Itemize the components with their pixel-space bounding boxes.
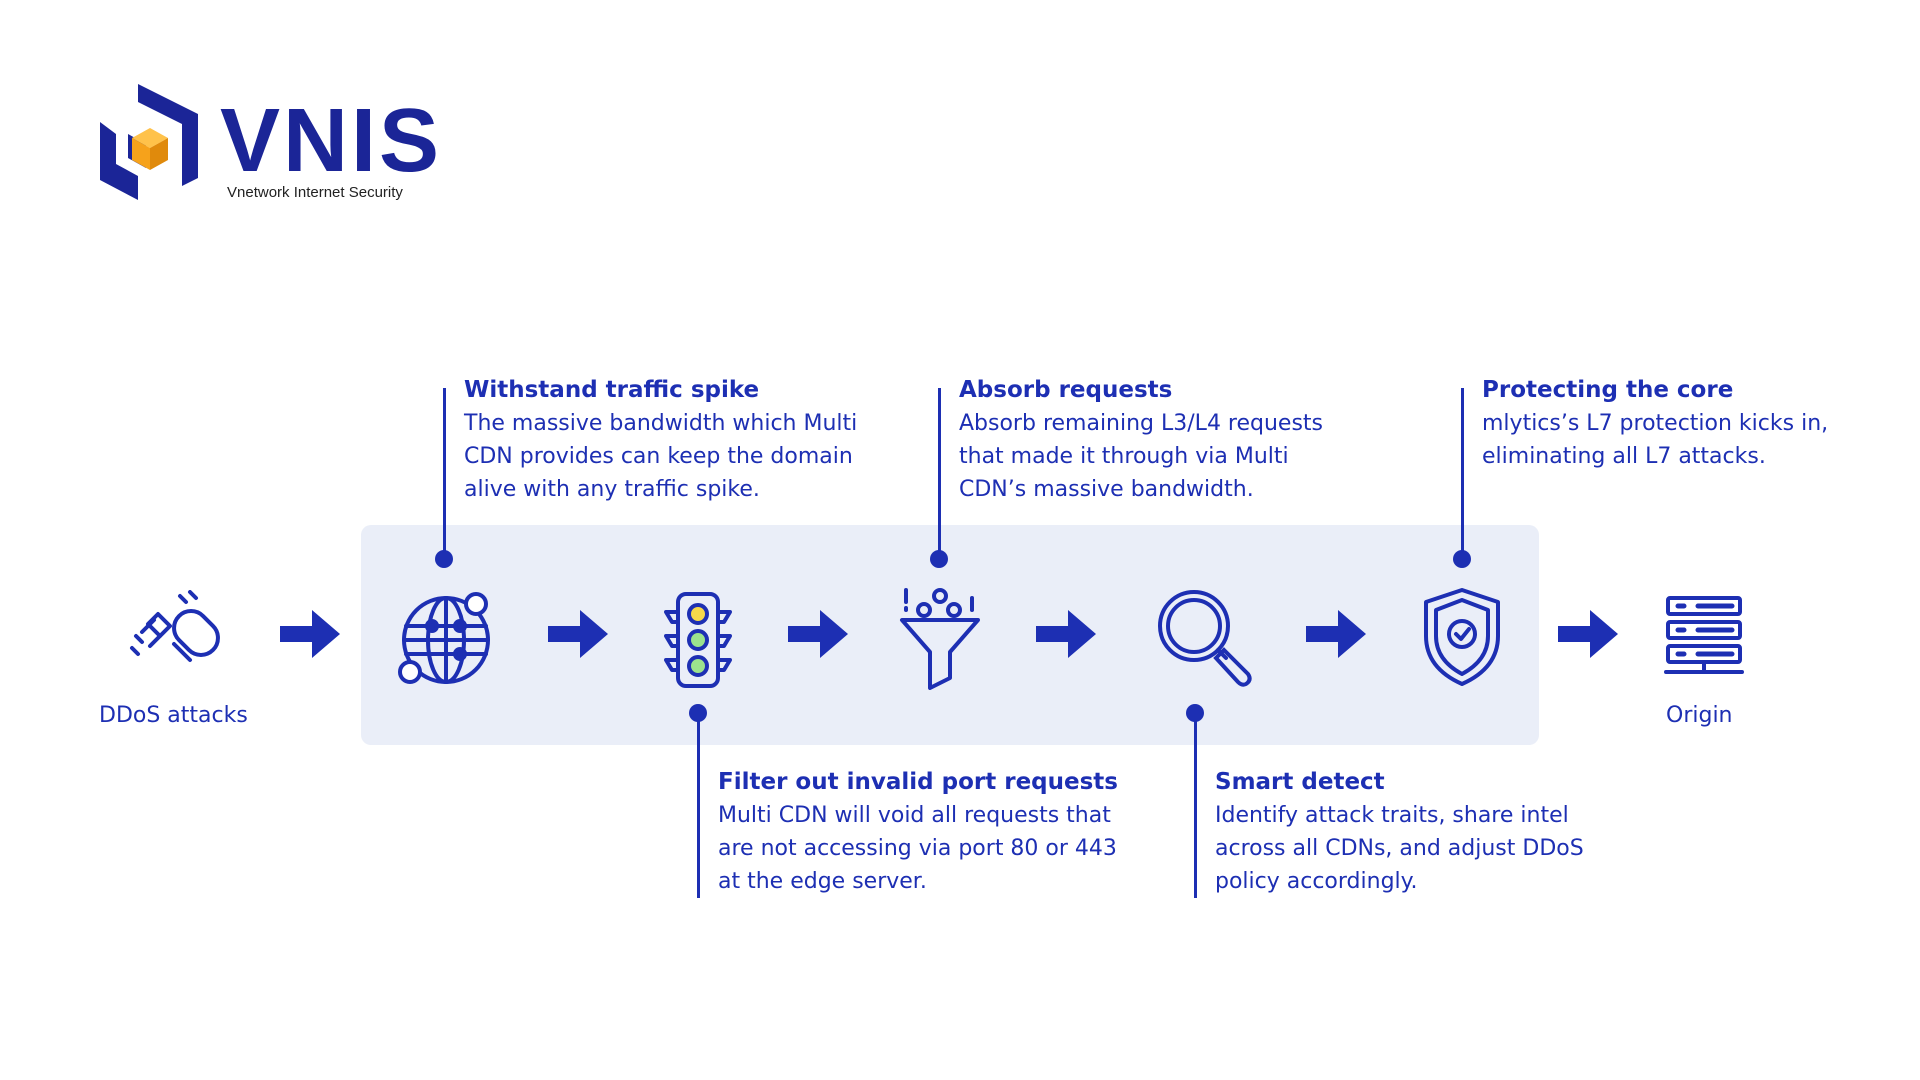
callout-body: Identify attack traits, share intel acro… bbox=[1215, 803, 1584, 894]
callout-absorb-requests: Absorb requests Absorb remaining L3/L4 r… bbox=[959, 374, 1323, 506]
callout-withstand-traffic-spike: Withstand traffic spike The massive band… bbox=[464, 374, 857, 506]
arrow-right-icon bbox=[1036, 610, 1096, 658]
arrow-right-icon bbox=[1306, 610, 1366, 658]
callout-body: Multi CDN will void all requests that ar… bbox=[718, 803, 1117, 894]
connector-line bbox=[1461, 388, 1464, 558]
connector-dot bbox=[435, 550, 453, 568]
callout-protecting-the-core: Protecting the core mlytics’s L7 protect… bbox=[1482, 374, 1828, 473]
connector-dot bbox=[930, 550, 948, 568]
callout-smart-detect: Smart detect Identify attack traits, sha… bbox=[1215, 766, 1584, 898]
callout-title: Smart detect bbox=[1215, 769, 1385, 795]
connector-line bbox=[938, 388, 941, 558]
brand-name: VNIS bbox=[220, 91, 443, 191]
callout-body: The massive bandwidth which Multi CDN pr… bbox=[464, 411, 858, 502]
callout-title: Protecting the core bbox=[1482, 377, 1734, 403]
vnis-logo-icon bbox=[98, 82, 202, 200]
arrow-right-icon bbox=[280, 610, 340, 658]
connector-line bbox=[443, 388, 446, 558]
callout-title: Withstand traffic spike bbox=[464, 377, 760, 403]
shield-check-icon bbox=[1422, 586, 1502, 688]
node-label-ddos-attacks: DDoS attacks bbox=[99, 703, 248, 728]
callout-filter-invalid-port: Filter out invalid port requests Multi C… bbox=[718, 766, 1118, 898]
bomb-icon bbox=[128, 590, 228, 690]
connector-dot bbox=[689, 704, 707, 722]
brand-tagline: Vnetwork Internet Security bbox=[227, 184, 403, 201]
callout-title: Absorb requests bbox=[959, 377, 1173, 403]
arrow-right-icon bbox=[1558, 610, 1618, 658]
server-icon bbox=[1664, 596, 1744, 676]
connector-dot bbox=[1453, 550, 1471, 568]
callout-body: mlytics’s L7 protection kicks in, elimin… bbox=[1482, 411, 1829, 469]
connector-dot bbox=[1186, 704, 1204, 722]
traffic-light-icon bbox=[662, 590, 734, 690]
connector-line bbox=[1194, 712, 1197, 898]
callout-body: Absorb remaining L3/L4 requests that mad… bbox=[959, 411, 1324, 502]
node-label-origin: Origin bbox=[1666, 703, 1733, 728]
callout-title: Filter out invalid port requests bbox=[718, 769, 1118, 795]
globe-icon bbox=[396, 588, 500, 692]
magnifier-icon bbox=[1156, 588, 1256, 688]
arrow-right-icon bbox=[788, 610, 848, 658]
funnel-icon bbox=[898, 586, 982, 690]
arrow-right-icon bbox=[548, 610, 608, 658]
connector-line bbox=[697, 712, 700, 898]
